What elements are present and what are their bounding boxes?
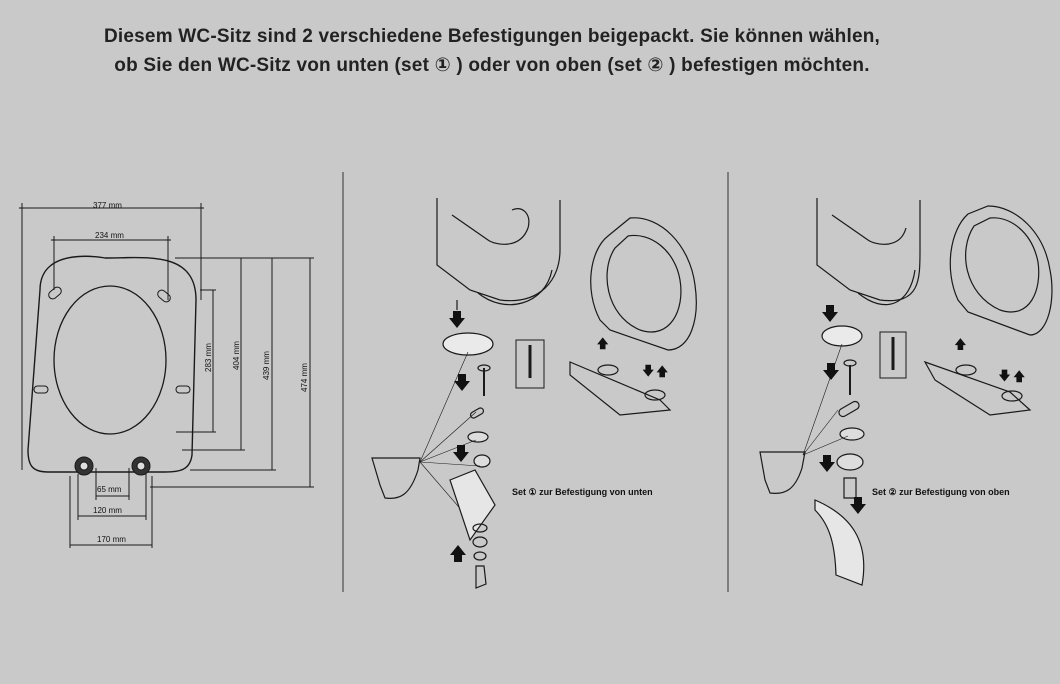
set2-caption: Set ② zur Befestigung von oben (872, 487, 1010, 497)
seat-dimension-drawing (19, 203, 314, 548)
set2-seat-perspective (949, 205, 1053, 336)
headline-line-2: ob Sie den WC-Sitz von unten (set ① ) od… (114, 55, 870, 76)
seat-opening (53, 285, 167, 435)
set1-seat-closeup (436, 198, 561, 302)
dim-404: 404 mm (232, 341, 241, 370)
dim-439: 439 mm (262, 351, 271, 380)
dim-283: 283 mm (204, 343, 213, 372)
seat-slot-right-low (175, 385, 191, 394)
set1-illustration (371, 198, 697, 589)
seat-slot-right-top (157, 289, 171, 303)
dim-234: 234 mm (95, 231, 124, 240)
set1-screwdriver-icon (515, 339, 545, 389)
set1-caption: Set ① zur Befestigung von unten (512, 487, 653, 497)
dim-65: 65 mm (97, 485, 122, 494)
set1-seat-perspective (590, 217, 697, 351)
seat-outer-outline (27, 255, 197, 473)
set1-cover-disc (442, 332, 494, 356)
seat-slot-left-low (33, 385, 49, 394)
headline-line-1: Diesem WC-Sitz sind 2 verschiedene Befes… (104, 26, 880, 47)
set2-cover-disc (821, 325, 863, 347)
seat-slot-left-top (48, 286, 62, 300)
dim-170: 170 mm (97, 535, 126, 544)
dim-474: 474 mm (300, 363, 309, 392)
set1-toilet (371, 457, 421, 499)
set2-toilet (759, 451, 806, 495)
set2-seat-closeup (816, 198, 921, 302)
set2-screwdriver-icon (879, 331, 907, 379)
set2-illustration (759, 198, 1053, 586)
dim-377: 377 mm (93, 201, 122, 210)
dim-120: 120 mm (93, 506, 122, 515)
